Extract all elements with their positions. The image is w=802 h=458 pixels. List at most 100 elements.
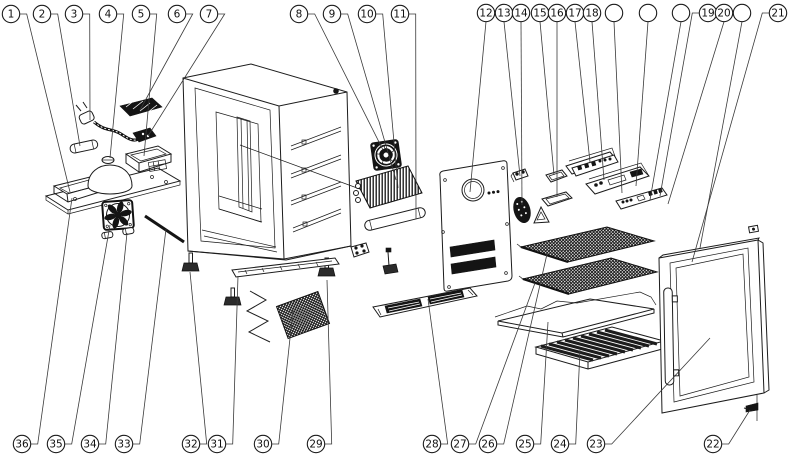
callout-20: 20 [667, 3, 734, 205]
callout-8: 8 [289, 4, 384, 151]
callout-10: 10 [357, 4, 399, 189]
callout-number: 9 [329, 9, 336, 21]
callout-31: 31 [207, 275, 239, 454]
callout-number: 6 [174, 9, 181, 21]
callout-28: 28 [422, 298, 449, 454]
callout-number: 15 [533, 8, 546, 20]
fan-motor [513, 196, 531, 224]
callout-number: 31 [210, 439, 223, 451]
callout-number: 13 [497, 8, 510, 20]
vent-grille [372, 287, 478, 318]
support-rail [144, 214, 185, 244]
callout-unlabeled-t18 [604, 3, 624, 194]
warning-triangle [533, 205, 550, 224]
callout-36: 36 [12, 197, 73, 454]
display-panel [615, 187, 668, 210]
glass-door [658, 224, 770, 421]
callout-number: 1 [8, 9, 15, 21]
callout-unlabeled-t19 [635, 3, 658, 187]
door-top-tab [747, 224, 760, 234]
callout-14: 14 [511, 3, 531, 206]
callout-4: 4 [98, 4, 125, 159]
callout-number: 16 [550, 8, 564, 20]
compressor [87, 156, 133, 195]
callout-number: 34 [83, 439, 97, 451]
callout-17: 17 [565, 3, 591, 163]
callout-number: 21 [771, 8, 784, 20]
callout-3: 3 [64, 4, 91, 121]
callout-number: 8 [296, 9, 303, 21]
callout-18: 18 [582, 3, 605, 181]
capacitor [69, 139, 99, 154]
callout-number: 23 [589, 439, 602, 451]
wooden-shelf [534, 326, 667, 370]
callout-11: 11 [390, 4, 417, 220]
shelf-rails [290, 126, 342, 233]
hinge-plate [350, 242, 370, 258]
condenser-coil [245, 290, 331, 343]
callout-16: 16 [547, 3, 567, 197]
callout-32: 32 [181, 271, 208, 454]
callout-35: 35 [46, 224, 111, 454]
cabinet-body [182, 63, 369, 261]
callout-number: 5 [138, 9, 145, 21]
callout-number: 25 [518, 439, 531, 451]
glass-shelf [494, 291, 657, 338]
leveling-screw [382, 247, 399, 275]
hinge-pin [743, 395, 759, 421]
evaporator-coil [353, 165, 423, 209]
callout-23: 23 [586, 337, 711, 454]
callout-7: 7 [147, 4, 226, 137]
accessory-box [124, 145, 173, 173]
callout-34: 34 [80, 232, 128, 454]
overload-relay [132, 127, 157, 143]
mounting-grommets [101, 227, 135, 240]
wire-shelf-upper [516, 226, 656, 264]
callout-5: 5 [131, 4, 158, 157]
callout-number: 24 [553, 439, 567, 451]
callout-number: 19 [701, 8, 714, 20]
callout-number: 17 [568, 8, 581, 20]
cover-plate-small [545, 169, 568, 183]
power-cord-plug [75, 101, 157, 143]
callout-number: 33 [117, 439, 130, 451]
door-handle [663, 287, 680, 386]
callout-number: 35 [49, 439, 62, 451]
condenser-fan [101, 199, 135, 231]
back-panel [439, 160, 513, 292]
callout-2: 2 [32, 4, 81, 147]
callout-number: 30 [256, 439, 269, 451]
callout-15: 15 [530, 3, 555, 176]
callout-number: 14 [514, 8, 528, 20]
evaporator-fan [370, 139, 402, 171]
callout-number: 11 [393, 9, 406, 21]
callout-number: 36 [15, 439, 29, 451]
condenser-grille [119, 97, 163, 117]
callout-6: 6 [139, 4, 194, 111]
cover-plate-large [541, 191, 573, 207]
callout-number: 12 [479, 8, 492, 20]
callout-25: 25 [515, 321, 549, 454]
callout-number: 3 [71, 9, 78, 21]
callout-13: 13 [494, 3, 521, 177]
control-board-housing [585, 162, 650, 195]
callout-number: 26 [481, 439, 495, 451]
callout-number: 4 [105, 9, 112, 21]
callout-30: 30 [253, 309, 294, 454]
callout-26: 26 [478, 253, 548, 454]
callout-number: 10 [360, 9, 373, 21]
callout-19: 19 [659, 3, 718, 197]
callout-number: 29 [309, 439, 322, 451]
callout-9: 9 [322, 4, 397, 181]
callout-unlabeled-t20 [649, 3, 691, 201]
leveling-foot-front [181, 252, 200, 272]
callout-unlabeled-t23 [699, 3, 752, 249]
callout-24: 24 [550, 349, 581, 454]
callout-29: 29 [306, 279, 333, 454]
callout-33: 33 [114, 228, 167, 454]
callout-number: 28 [425, 439, 438, 451]
heater-tube [364, 207, 426, 231]
